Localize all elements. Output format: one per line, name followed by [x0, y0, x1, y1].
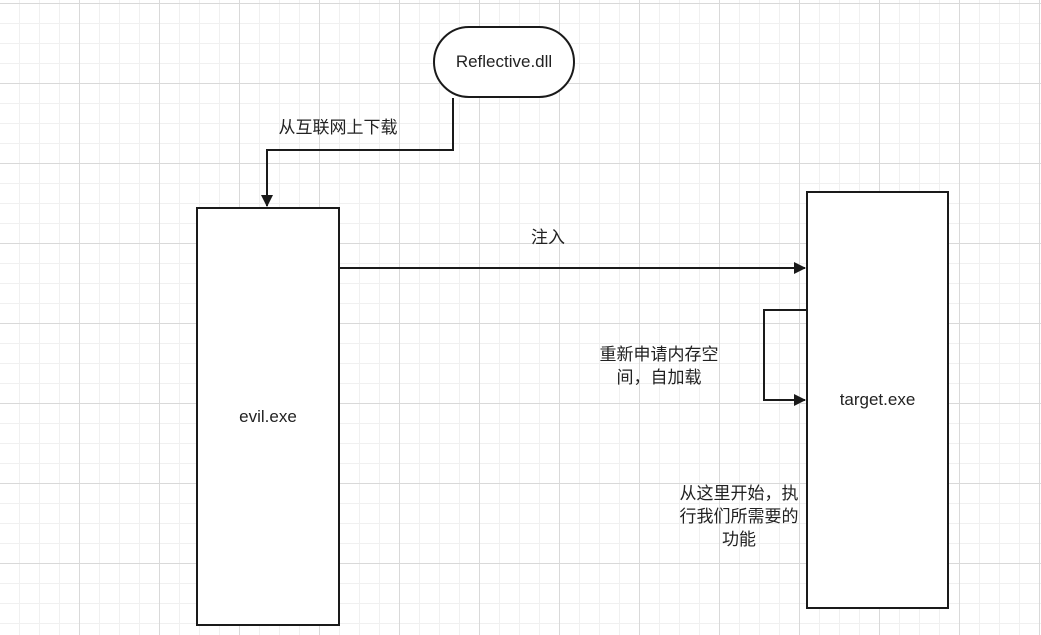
reflective-dll-label: Reflective.dll	[455, 52, 553, 71]
target-exe-node[interactable]: target.exe	[806, 191, 949, 609]
download-arrow	[261, 98, 454, 207]
execution-note-line-3: 功能	[722, 530, 756, 550]
execution-note-line-1: 从这里开始，执	[679, 484, 799, 504]
evil-exe-node[interactable]: evil.exe	[196, 207, 340, 626]
self-load-label-line-2: 间，自加载	[616, 368, 702, 388]
download-edge-label: 从互联网上下载	[278, 118, 398, 138]
reflective-dll-node[interactable]: Reflective.dll	[433, 26, 575, 98]
target-exe-label: target.exe	[839, 390, 916, 409]
self-load-loop-arrow	[763, 309, 806, 406]
evil-exe-label: evil.exe	[239, 406, 297, 426]
execution-note-label: 从这里开始，执 行我们所需要的 功能	[668, 483, 810, 552]
execution-note-line-2: 行我们所需要的	[679, 507, 799, 527]
self-load-edge-label: 重新申请内存空 间，自加载	[575, 344, 743, 390]
self-load-label-line-1: 重新申请内存空	[599, 345, 719, 365]
inject-edge-label: 注入	[531, 228, 565, 248]
